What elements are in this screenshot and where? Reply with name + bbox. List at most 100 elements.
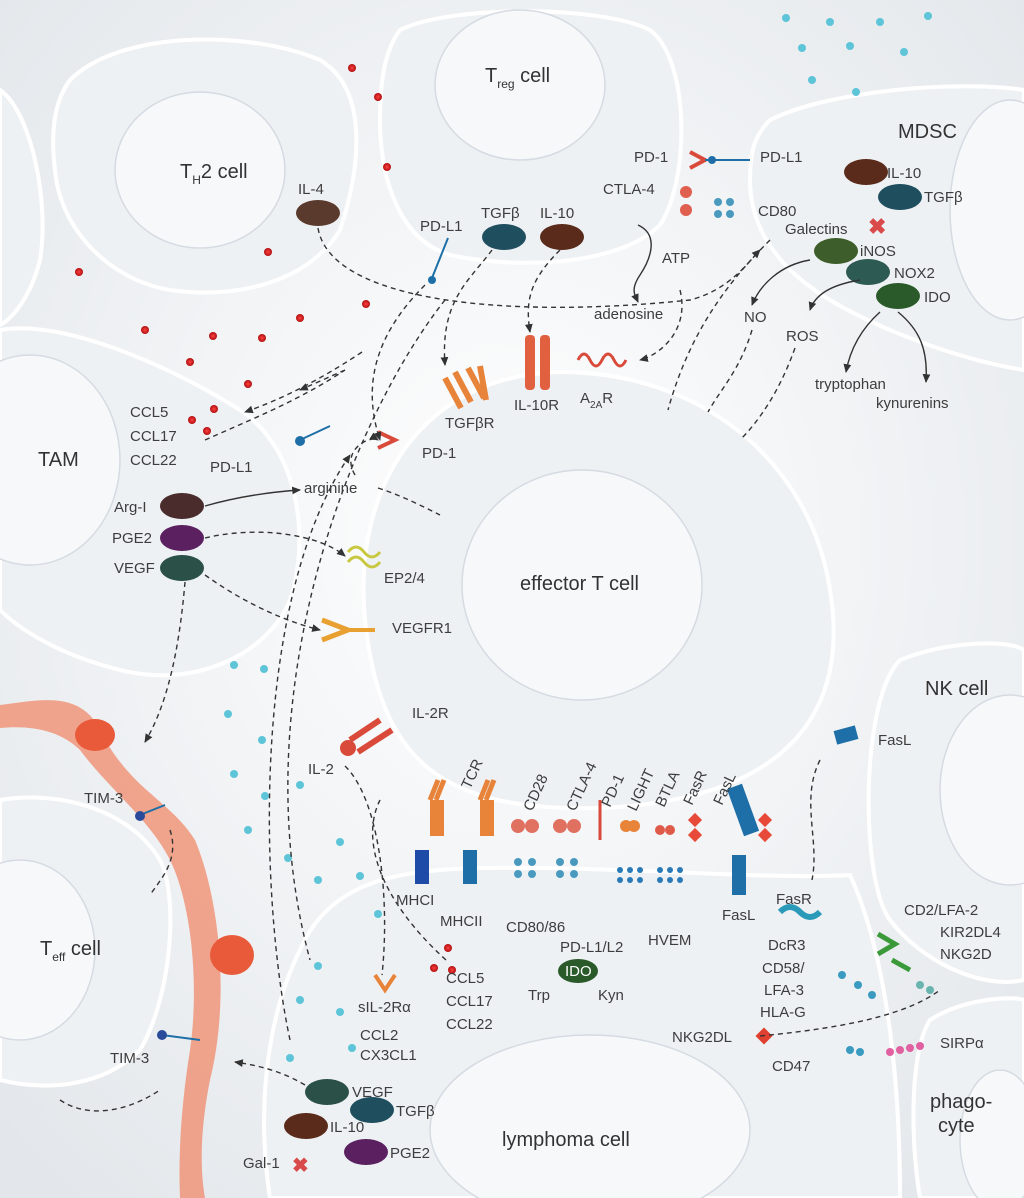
effector-t-cell xyxy=(361,369,836,811)
mhci-label: MHCI xyxy=(396,892,434,909)
phagocyte-label-1: phago- xyxy=(930,1091,992,1113)
mdsc-tgfb-oval xyxy=(878,184,922,210)
il10r-label: IL-10R xyxy=(514,397,559,414)
ccl17-label: CCL17 xyxy=(130,428,177,445)
tam-pdl1-label: PD-L1 xyxy=(210,459,253,476)
th2-cell xyxy=(51,37,359,295)
nkg2dl-label: NKG2DL xyxy=(672,1029,732,1046)
no-label: NO xyxy=(744,309,767,326)
argi-oval xyxy=(160,493,204,519)
il4-label: IL-4 xyxy=(298,181,324,198)
nox2-label: NOX2 xyxy=(894,265,935,282)
treg-cell xyxy=(377,9,684,265)
blood-vessel xyxy=(0,700,254,1198)
vegfr1-label: VEGFR1 xyxy=(392,620,452,637)
ly-ccl22-label: CCL22 xyxy=(446,1016,493,1033)
sil2ra-label: sIL-2Rα xyxy=(358,999,411,1016)
ido-ly-oval xyxy=(558,959,598,983)
ido-oval xyxy=(876,283,920,309)
tgfbr-label: TGFβR xyxy=(445,415,495,432)
cx3cl1-label: CX3CL1 xyxy=(360,1047,417,1064)
teff-label: Teff cell xyxy=(40,938,101,964)
treg-pd1-label: PD-1 xyxy=(634,149,668,166)
ly-vegf-label: VEGF xyxy=(352,1084,393,1101)
red-cytokine-dots xyxy=(75,64,456,974)
ido-label: IDO xyxy=(924,289,951,306)
ep24-label: EP2/4 xyxy=(384,570,425,587)
treg-il10-oval xyxy=(540,224,584,250)
mdsc-label: MDSC xyxy=(898,121,957,143)
nk-fasl-label: FasL xyxy=(878,732,911,749)
ly-il10-oval xyxy=(284,1113,328,1139)
synapse-receptors xyxy=(415,779,773,895)
ly-pge2-label: PGE2 xyxy=(390,1145,430,1162)
nox2-oval xyxy=(846,259,890,285)
kir2dl4-label: KIR2DL4 xyxy=(940,924,1001,941)
ccl2-label: CCL2 xyxy=(360,1027,398,1044)
gal1-label: Gal-1 xyxy=(243,1155,280,1172)
receptors: ✖ ✖ xyxy=(135,150,934,1177)
inos-oval xyxy=(814,238,858,264)
treg-tgfb-label: TGFβ xyxy=(481,205,520,222)
eff-pd1-label: PD-1 xyxy=(422,445,456,462)
treg-ctla4-label: CTLA-4 xyxy=(603,181,655,198)
cd2-label: CD2/LFA-2 xyxy=(904,902,978,919)
nk-label: NK cell xyxy=(925,678,988,700)
nk-cell xyxy=(866,641,1024,984)
tim3a-label: TIM-3 xyxy=(84,790,123,807)
phagocyte-cell xyxy=(911,996,1024,1198)
vegf-label: VEGF xyxy=(114,560,155,577)
cytokine-ovals xyxy=(160,159,922,1165)
svg-text:✖: ✖ xyxy=(868,214,886,239)
pge2-label: PGE2 xyxy=(112,530,152,547)
vegf-oval xyxy=(160,555,204,581)
cd80-label: CD80 xyxy=(758,203,796,220)
hvem-label: HVEM xyxy=(648,932,691,949)
sirpa-label: SIRPα xyxy=(940,1035,984,1052)
argi-label: Arg-I xyxy=(114,499,147,516)
ros-label: ROS xyxy=(786,328,819,345)
tim3b-label: TIM-3 xyxy=(110,1050,149,1067)
mdsc-il10-label: IL-10 xyxy=(887,165,921,182)
ido-ly-label: IDO xyxy=(565,963,592,980)
mdsc-cell xyxy=(747,84,1024,373)
arginine-label: arginine xyxy=(304,480,357,497)
ly-il10-label: IL-10 xyxy=(330,1119,364,1136)
ly-tgfb-label: TGFβ xyxy=(396,1103,435,1120)
mdsc-pdl1-label: PD-L1 xyxy=(760,149,803,166)
ly-fasr-label: FasR xyxy=(776,891,812,908)
cell-labels: TH2 cell Treg cell MDSC TAM effector T c… xyxy=(38,65,992,1151)
mhcii-label: MHCII xyxy=(440,913,483,930)
effector-label: effector T cell xyxy=(520,573,639,595)
phagocyte-label-2: cyte xyxy=(938,1115,975,1137)
mdsc-il10-oval xyxy=(844,159,888,185)
mdsc-tgfb-label: TGFβ xyxy=(924,189,963,206)
lymphoma-label: lymphoma cell xyxy=(502,1129,630,1151)
svg-text:✖: ✖ xyxy=(292,1155,309,1177)
tryptophan-label: tryptophan xyxy=(815,376,886,393)
ccl22-label: CCL22 xyxy=(130,452,177,469)
cyan-cytokine-dots xyxy=(224,12,932,1062)
ly-vegf-oval xyxy=(305,1079,349,1105)
ly-tgfb-oval xyxy=(350,1097,394,1123)
kynurenins-label: kynurenins xyxy=(876,395,949,412)
il4-oval xyxy=(296,200,340,226)
galectins-label: Galectins xyxy=(785,221,848,238)
il2-label: IL-2 xyxy=(308,761,334,778)
cd8086-label: CD80/86 xyxy=(506,919,565,936)
arrows xyxy=(59,224,941,1112)
kyn-label: Kyn xyxy=(598,987,624,1004)
treg-label: Treg cell xyxy=(485,65,550,91)
ly-pge2-oval xyxy=(344,1139,388,1165)
cd58-label: CD58/ xyxy=(762,960,805,977)
nkg2d-label: NKG2D xyxy=(940,946,992,963)
teff-cell xyxy=(0,795,173,1088)
a2ar-label: A2AR xyxy=(580,390,613,411)
il2r-label: IL-2R xyxy=(412,705,449,722)
treg-pdl1-label: PD-L1 xyxy=(420,218,463,235)
adenosine-label: adenosine xyxy=(594,306,663,323)
ly-fasl-label: FasL xyxy=(722,907,755,924)
pdl1l2-label: PD-L1/L2 xyxy=(560,939,623,956)
